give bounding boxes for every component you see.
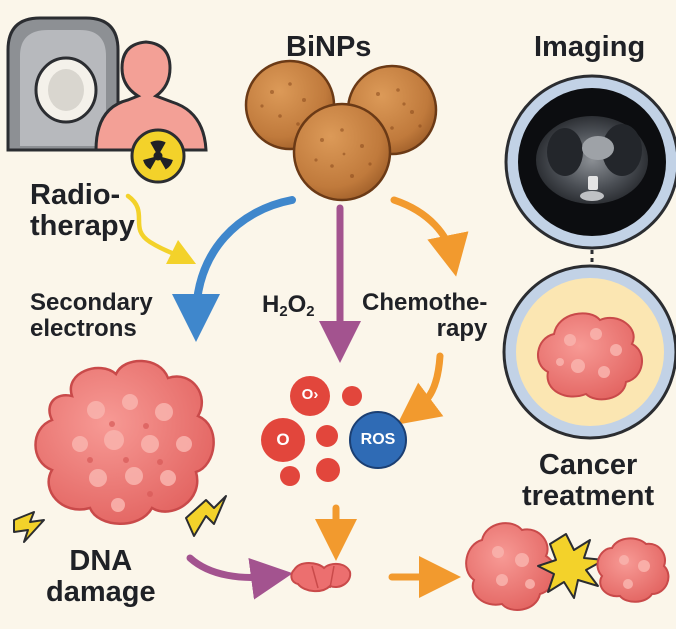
molecule (280, 466, 300, 486)
ct-scanner-icon (6, 16, 120, 152)
radiotherapy-label: Radio- therapy (30, 179, 135, 243)
ros-molecule (349, 411, 407, 469)
o-molecule (261, 418, 305, 462)
arrow-dna-to-fragment (186, 554, 293, 600)
lightning-icon (185, 495, 227, 537)
tumor-small (596, 537, 670, 603)
o2-molecule (290, 376, 330, 416)
explosion-icon (537, 533, 605, 599)
imaging-label: Imaging (534, 31, 646, 63)
o-molecule-label: O (276, 430, 290, 449)
h2o2-sub2: 2 (306, 304, 315, 321)
arrow-chemo-to-ros (397, 352, 444, 425)
molecule (316, 425, 338, 447)
ct-scan-image (504, 74, 676, 250)
molecule (316, 458, 340, 482)
h2o2-label: H2O2 (262, 291, 315, 321)
dna-damage-line1: DNA (69, 545, 133, 577)
tumor-detected-image (502, 264, 676, 440)
radiotherapy-line1: Radio- (30, 179, 121, 211)
molecule (342, 386, 362, 406)
secondary-electrons-line1: Secondary (30, 289, 153, 316)
secondary-electrons-label: Secondary electrons (30, 290, 153, 342)
lightning-icon (13, 511, 45, 543)
cancer-treatment-line1: Cancer (538, 449, 638, 481)
tumor-large (34, 359, 215, 525)
ros-molecule-label: ROS (360, 431, 396, 448)
chemotherapy-line1: Chemothe- (362, 289, 488, 316)
o2-molecule-suffix: › (313, 386, 319, 403)
h2o2-o: O (287, 291, 307, 318)
h2o2-sub1: 2 (279, 304, 288, 321)
dna-damage-line2: damage (46, 576, 156, 609)
arrow-to-secondary-electrons (172, 196, 296, 342)
binps-title: BiNPs (286, 31, 372, 63)
h2o2-h: H (262, 291, 280, 318)
tumor-medium (465, 522, 557, 611)
chemotherapy-line2: rapy (436, 314, 488, 342)
dna-fragment (290, 562, 352, 592)
o2-molecule-o: O (301, 386, 314, 403)
arrow-to-chemotherapy (390, 196, 469, 277)
radiation-arrow (125, 193, 197, 265)
nanoparticle (292, 102, 392, 202)
secondary-electrons-line2: electrons (30, 314, 137, 342)
radiotherapy-line2: therapy (30, 210, 135, 243)
patient-icon (94, 40, 208, 152)
chemotherapy-label: Chemothe- rapy (362, 290, 487, 342)
molecule-cluster (261, 376, 407, 486)
nanoparticle-cluster (244, 59, 438, 202)
cancer-treatment-line2: treatment (522, 480, 655, 513)
o2-molecule-label: O› (290, 386, 330, 403)
radiation-icon (130, 128, 186, 184)
cancer-treatment-label: Cancer treatment (522, 449, 655, 513)
dna-damage-label: DNA damage (46, 545, 156, 609)
